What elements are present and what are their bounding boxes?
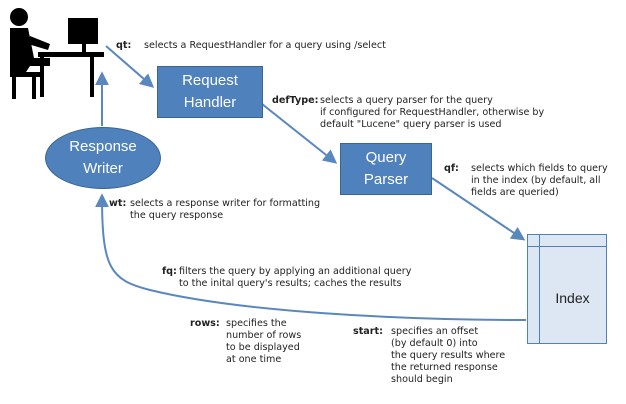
index-divider-horizontal [528,246,606,247]
note-start-line3: the query results where [391,350,506,361]
note-start-line1: specifies an offset [391,326,479,337]
note-qf-line3: fields are queried) [471,187,559,198]
note-qt-key: qt: [116,40,132,51]
note-qf-key: qf: [444,163,459,174]
response-writer-label-line2: Writer [83,160,123,177]
note-wt-line2: the query response [130,210,224,221]
arrow-query-parser-to-index [431,177,526,241]
person-at-computer-icon [10,8,104,99]
note-deftype-line3: default "Lucene" query parser is used [320,119,502,130]
query-parser-label-line2: Parser [363,171,409,188]
request-handler-label-line1: Request [182,72,238,89]
note-start-line4: the returned response [391,362,498,373]
arrow-request-handler-to-query-parser [261,103,338,164]
note-rows-line1: specifies the [226,318,287,329]
note-start-key: start: [353,326,383,337]
arrow-index-to-response-writer [95,193,527,321]
arrow-user-to-request-handler [105,45,155,88]
note-wt-key: wt: [109,198,127,209]
note-qf-line1: selects which fields to query [471,163,608,174]
index-divider-vertical [539,235,540,343]
note-rows-line4: at one time [226,354,282,365]
note-deftype-key: defType: [272,95,319,106]
note-rows-line3: to be displayed [226,342,300,353]
note-fq-line1: filters the query by applying an additio… [179,266,412,277]
note-fq-key: fq: [162,266,177,277]
note-qf-line2: in the index (by default, all [471,175,601,186]
request-handler-label-line2: Handler [183,94,237,111]
note-start-line2: (by default 0) into [391,338,478,349]
index-cylinder: Index [527,234,607,344]
query-parser-label-line1: Query [365,149,407,166]
index-label: Index [555,290,590,306]
note-qt-line1: selects a RequestHandler for a query usi… [144,40,386,51]
note-start-line5: should begin [391,374,453,385]
note-rows-key: rows: [190,318,220,329]
note-wt-line1: selects a response writer for formatting [130,198,321,209]
note-rows-line2: number of rows [226,330,302,341]
response-writer-label-line1: Response [69,138,137,155]
query-parser-box: Query Parser [340,143,432,195]
note-deftype-line2: if configured for RequestHandler, otherw… [320,107,545,118]
note-deftype-line1: selects a query parser for the query [320,95,493,106]
note-fq-line2: to the inital query's results; caches th… [179,278,402,289]
response-writer-ellipse: Response Writer [45,127,161,189]
request-handler-box: Request Handler [157,66,263,118]
